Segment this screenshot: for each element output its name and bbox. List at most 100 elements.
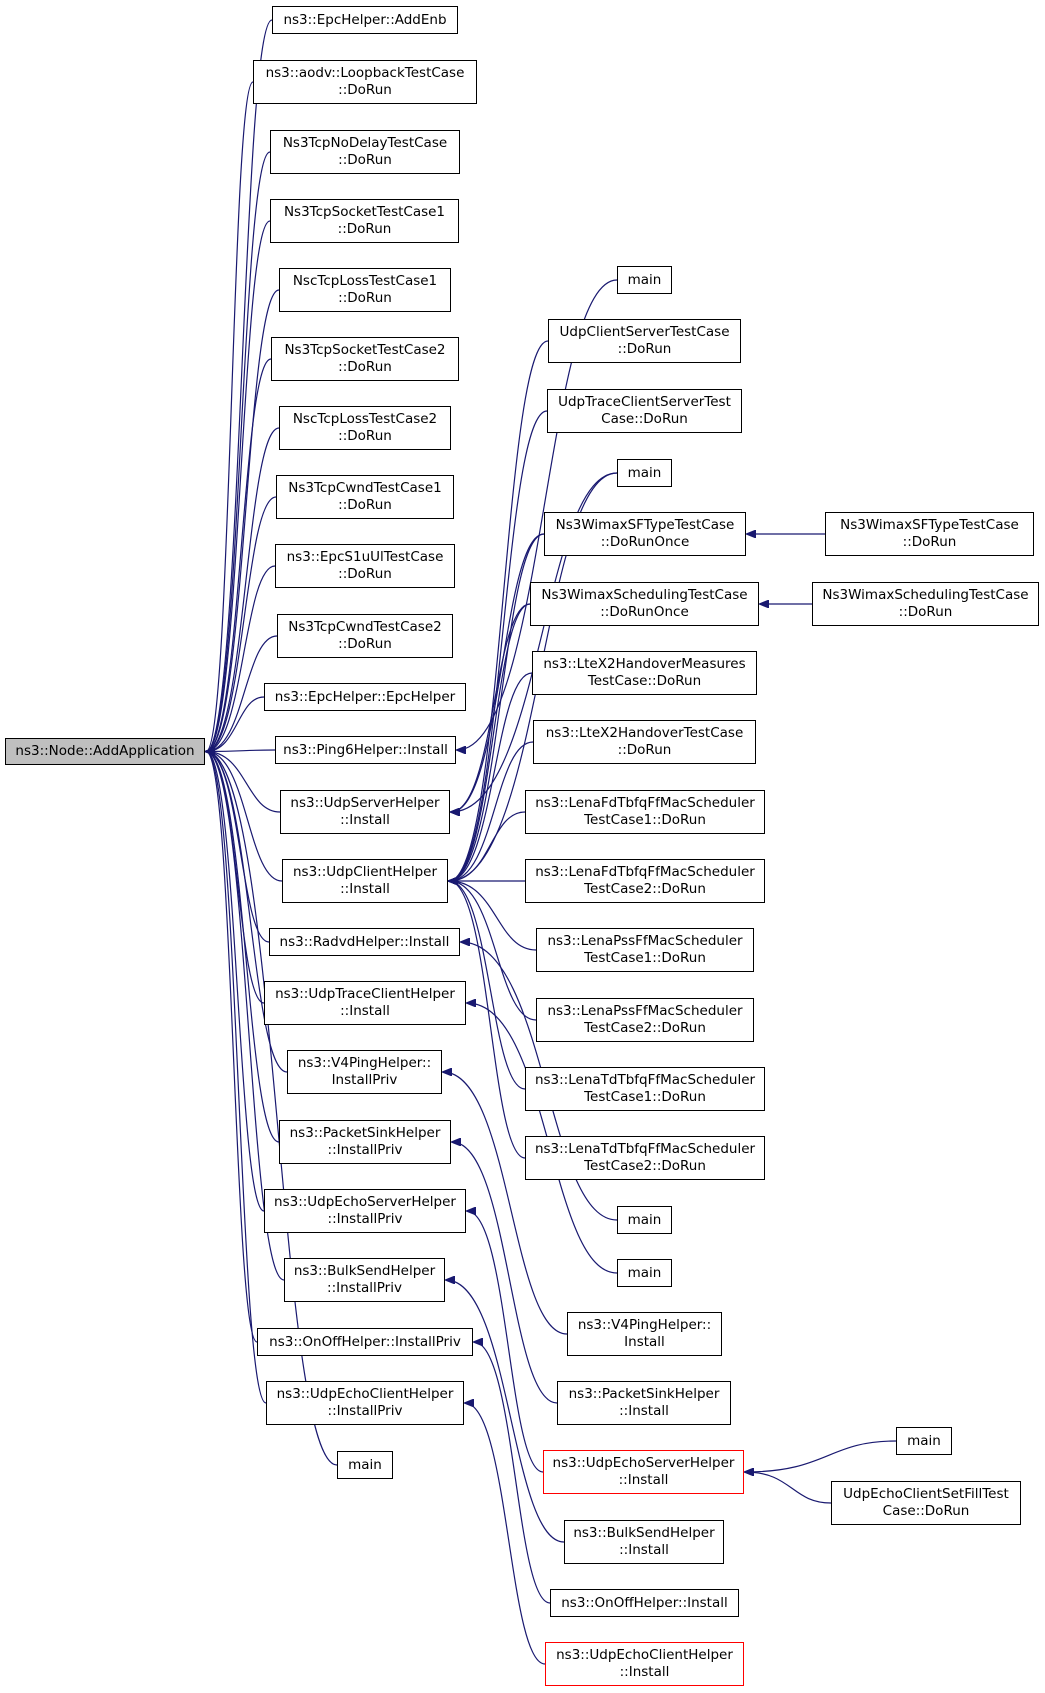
function-node[interactable]: ns3::V4PingHelper::InstallPriv (287, 1050, 442, 1094)
call-edge (449, 881, 526, 1159)
function-node[interactable]: UdpClientServerTestCase::DoRun (548, 319, 741, 363)
function-node[interactable]: ns3::EpcS1uUlTestCase::DoRun (275, 544, 455, 588)
node-label-line: ::InstallPriv (327, 1280, 402, 1296)
function-node[interactable]: NscTcpLossTestCase2::DoRun (279, 406, 451, 450)
root-function-node[interactable]: ns3::Node::AddApplication (5, 738, 205, 765)
function-node[interactable]: ns3::UdpEchoClientHelper::InstallPriv (266, 1381, 464, 1425)
node-label-line: TestCase2::DoRun (584, 1020, 706, 1036)
node-label-line: ::Install (619, 1403, 669, 1419)
node-label-line: main (907, 1432, 941, 1449)
node-label-line: InstallPriv (331, 1072, 398, 1088)
node-label-line: ns3::LenaFdTbfqFfMacScheduler (535, 795, 755, 811)
call-edge (206, 220, 271, 752)
function-node[interactable]: Ns3WimaxSFTypeTestCase::DoRun (825, 512, 1034, 556)
node-label-line: ::Install (618, 1472, 669, 1488)
function-node[interactable]: ns3::EpcHelper::EpcHelper (264, 683, 466, 711)
function-node[interactable]: Ns3TcpSocketTestCase2::DoRun (271, 337, 459, 381)
function-node[interactable]: ns3::BulkSendHelper::Install (564, 1520, 724, 1564)
function-node[interactable]: ns3::UdpServerHelper::Install (280, 790, 450, 834)
node-label-line: ns3::UdpTraceClientHelper (275, 986, 455, 1002)
function-node[interactable]: ns3::aodv::LoopbackTestCase::DoRun (253, 60, 477, 104)
function-node[interactable]: main (896, 1427, 952, 1455)
node-label-line: ns3::UdpEchoClientHelper (556, 1647, 733, 1663)
function-node[interactable]: ns3::V4PingHelper::Install (567, 1312, 722, 1356)
function-node[interactable]: ns3::RadvdHelper::Install (269, 928, 460, 956)
function-node[interactable]: Ns3WimaxSFTypeTestCase::DoRunOnce (544, 512, 746, 556)
function-node[interactable]: ns3::UdpEchoServerHelper::Install (543, 1450, 744, 1494)
function-node[interactable]: Ns3TcpNoDelayTestCase::DoRun (270, 130, 460, 174)
call-edge (467, 1211, 544, 1473)
call-edge (206, 151, 271, 752)
node-label-line: ::DoRun (338, 566, 392, 582)
function-node[interactable]: ns3::PacketSinkHelper::InstallPriv (279, 1120, 451, 1164)
node-label-line: UdpClientServerTestCase (559, 324, 730, 340)
node-label-line: ns3::EpcHelper::AddEnb (283, 11, 447, 28)
function-node[interactable]: Ns3TcpCwndTestCase2::DoRun (277, 614, 453, 658)
function-node[interactable]: Ns3TcpCwndTestCase1::DoRun (276, 475, 454, 519)
function-node[interactable]: Ns3WimaxSchedulingTestCase::DoRunOnce (530, 582, 759, 626)
node-label-line: TestCase::DoRun (587, 673, 702, 689)
function-node[interactable]: ns3::BulkSendHelper::InstallPriv (284, 1258, 445, 1302)
function-node[interactable]: main (617, 1259, 672, 1287)
node-label-line: ::InstallPriv (327, 1403, 403, 1419)
call-edge (745, 1440, 897, 1472)
function-node[interactable]: ns3::OnOffHelper::Install (550, 1589, 739, 1617)
function-node[interactable]: main (337, 1451, 393, 1479)
node-label-line: Ns3WimaxSchedulingTestCase (541, 587, 748, 603)
call-edge (206, 752, 267, 1404)
call-edge (206, 427, 280, 752)
node-label-line: ns3::PacketSinkHelper (289, 1125, 441, 1141)
node-label-line: Ns3TcpSocketTestCase2 (284, 342, 446, 358)
function-node[interactable]: main (617, 1206, 672, 1234)
function-node[interactable]: ns3::UdpEchoClientHelper::Install (545, 1642, 744, 1686)
node-label-line: Install (624, 1334, 665, 1350)
function-node[interactable]: main (617, 266, 672, 294)
node-label-line: ns3::PacketSinkHelper (568, 1386, 720, 1402)
function-node[interactable]: NscTcpLossTestCase1::DoRun (279, 268, 451, 312)
node-label-line: ns3::LenaPssFfMacScheduler (547, 933, 743, 949)
call-edge (206, 496, 277, 752)
call-edge (206, 752, 265, 1212)
call-edge (465, 1403, 546, 1665)
node-label-line: ::DoRun (898, 604, 953, 620)
node-label-line: Ns3TcpCwndTestCase2 (288, 619, 442, 635)
node-label-line: UdpTraceClientServerTest (558, 394, 731, 410)
node-label-line: ns3::UdpEchoClientHelper (276, 1386, 454, 1402)
node-label-line: ns3::EpcS1uUlTestCase (286, 549, 444, 565)
node-label-line: ::DoRun (338, 428, 392, 444)
node-label-line: Ns3TcpCwndTestCase1 (288, 480, 442, 496)
node-label-line: ::DoRun (338, 152, 392, 168)
node-label-line: ::Install (619, 1542, 669, 1558)
function-node[interactable]: ns3::PacketSinkHelper::Install (557, 1381, 731, 1425)
call-edge (446, 1280, 565, 1543)
node-label-line: ns3::BulkSendHelper (293, 1263, 436, 1279)
function-node[interactable]: ns3::LteX2HandoverTestCase::DoRun (533, 720, 756, 764)
node-label-line: ::DoRun (902, 534, 957, 550)
node-label-line: ns3::aodv::LoopbackTestCase (265, 65, 465, 81)
function-node[interactable]: ns3::Ping6Helper::Install (275, 736, 456, 764)
function-node[interactable]: ns3::OnOffHelper::InstallPriv (257, 1328, 473, 1356)
call-edge (206, 752, 258, 1343)
function-node[interactable]: Ns3TcpSocketTestCase1::DoRun (270, 199, 459, 243)
node-label-line: ::DoRun (338, 636, 392, 652)
node-label-line: ::Install (340, 881, 390, 897)
node-label-line: TestCase1::DoRun (584, 1089, 706, 1105)
function-node[interactable]: main (617, 459, 672, 487)
call-edge (452, 1142, 558, 1404)
node-label-line: ::DoRun (338, 359, 392, 375)
function-node[interactable]: Ns3WimaxSchedulingTestCase::DoRun (812, 582, 1039, 626)
function-node[interactable]: ns3::UdpClientHelper::Install (282, 859, 448, 903)
node-label-line: ns3::UdpEchoServerHelper (274, 1194, 456, 1210)
function-node[interactable]: ns3::EpcHelper::AddEnb (272, 6, 458, 34)
function-node[interactable]: ns3::UdpEchoServerHelper::InstallPriv (264, 1189, 466, 1233)
function-node[interactable]: ns3::UdpTraceClientHelper::Install (264, 981, 466, 1025)
